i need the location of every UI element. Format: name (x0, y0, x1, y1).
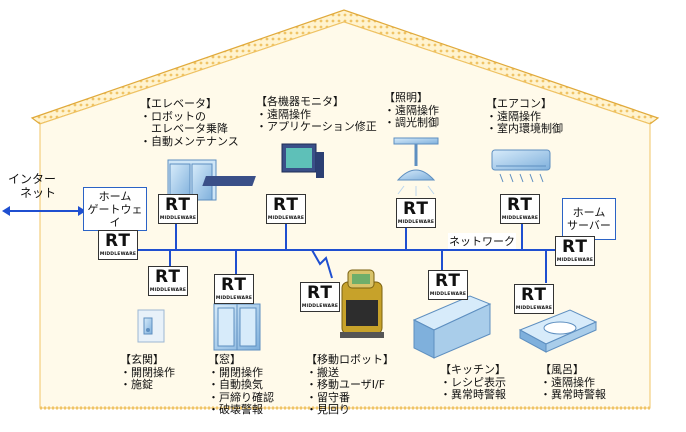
rt-logo-mark: RT (435, 271, 461, 291)
rt-logo-text: MIDDLEWARE (501, 216, 539, 221)
window-item: ・破壊警報 (208, 403, 263, 416)
air-conditioner-icon (491, 149, 551, 183)
aircon-label: 【エアコン】 ・遠隔操作 ・室内環境制御 (486, 97, 563, 136)
entrance-item: ・開閉操作 (120, 365, 175, 379)
elevator-item: ・自動メンテナンス (140, 134, 239, 148)
internet-arrow-left-icon (2, 206, 10, 216)
rt-logo-text: MIDDLEWARE (267, 216, 305, 221)
window-item: ・自動換気 (208, 378, 263, 391)
kitchen-title: 【キッチン】 (440, 363, 506, 376)
home-gateway-line-2: ゲートウェイ (87, 202, 143, 229)
rt-logo-mark: RT (507, 195, 533, 215)
rt-logo-mark: RT (155, 267, 181, 287)
robot-item: ・搬送 (306, 365, 339, 379)
house-body (39, 21, 651, 409)
entrance-title: 【玄関】 (120, 353, 164, 366)
rt-logo-text: MIDDLEWARE (215, 296, 253, 301)
window-item: ・開閉操作 (208, 365, 263, 379)
kitchen-label: 【キッチン】 ・レシピ表示 ・異常時警報 (440, 363, 506, 402)
home-server-line-2: サーバー (567, 219, 611, 232)
bath-label: 【風呂】 ・遠隔操作 ・異常時警報 (540, 363, 606, 402)
rt-logo-mark: RT (105, 231, 131, 251)
entrance-door-icon (137, 309, 165, 343)
robot-label: 【移動ロボット】 ・搬送 ・移動ユーザI/F ・留守番 ・見回り (306, 353, 394, 417)
window-title: 【窓】 (208, 353, 241, 366)
network-bus (120, 216, 555, 283)
rt-logo-mark: RT (562, 237, 588, 257)
kitchen-icon (412, 295, 492, 359)
monitor-title: 【各機器モニタ】 (256, 95, 344, 108)
elevator-item: エレベータ乗降 (140, 122, 228, 135)
lighting-item: ・調光制御 (384, 116, 439, 129)
robot-item: ・留守番 (306, 390, 350, 404)
rt-logo-text: MIDDLEWARE (397, 220, 435, 225)
rt-logo-mark: RT (307, 283, 333, 303)
robot-item: ・移動ユーザI/F (306, 378, 386, 391)
internet-label-line-1: インター (8, 172, 57, 186)
bath-title: 【風呂】 (540, 363, 584, 376)
rt-logo-text: MIDDLEWARE (99, 252, 137, 257)
lighting-title: 【照明】 (384, 91, 428, 104)
monitor-item: ・遠隔操作 (256, 107, 311, 121)
bath-item: ・異常時警報 (540, 388, 606, 401)
entrance-item: ・施錠 (120, 378, 153, 391)
robot-item: ・見回り (306, 403, 350, 416)
kitchen-item: ・異常時警報 (440, 388, 506, 401)
elevator-item: ・ロボットの (140, 109, 206, 123)
elevator-title: 【エレベータ】 (140, 97, 217, 110)
rt-logo-mark: RT (521, 285, 547, 305)
window-item: ・戸締り確認 (208, 390, 274, 404)
rt-logo-mark: RT (273, 195, 299, 215)
internet-label-line-2: ネット (20, 186, 57, 200)
home-gateway-line-1: ホーム (98, 189, 132, 203)
network-label: ネットワーク (448, 233, 516, 249)
elevator-label: 【エレベータ】 ・ロボットの エレベータ乗降 ・自動メンテナンス (140, 97, 239, 148)
mobile-robot-icon (340, 269, 384, 338)
home-server-box: ホーム サーバー (562, 198, 616, 240)
window-icon (213, 303, 261, 351)
rt-logo-mark: RT (221, 275, 247, 295)
rt-logo-mark: RT (165, 195, 191, 215)
robot-title: 【移動ロボット】 (306, 353, 394, 366)
aircon-item: ・室内環境制御 (486, 122, 563, 135)
kitchen-item: ・レシピ表示 (440, 375, 506, 389)
monitor-label: 【各機器モニタ】 ・遠隔操作 ・アプリケーション修正 (256, 95, 377, 134)
internet-arrow-right-icon (78, 206, 86, 216)
lighting-item: ・遠隔操作 (384, 103, 439, 117)
bathtub-icon (518, 309, 598, 353)
rt-logo-text: MIDDLEWARE (301, 304, 339, 309)
rt-logo-text: MIDDLEWARE (149, 288, 187, 293)
rt-logo-text: MIDDLEWARE (515, 306, 553, 311)
rt-logo-text: MIDDLEWARE (159, 216, 197, 221)
internet-label: インター ネット (8, 172, 56, 200)
aircon-title: 【エアコン】 (486, 97, 552, 110)
bath-item: ・遠隔操作 (540, 375, 595, 389)
rt-logo-text: MIDDLEWARE (556, 258, 594, 263)
monitor-item: ・アプリケーション修正 (256, 120, 377, 133)
rt-logo-text: MIDDLEWARE (429, 292, 467, 297)
rt-logo-mark: RT (403, 199, 429, 219)
home-server-line-1: ホーム (572, 206, 606, 219)
home-gateway-box: ホーム ゲートウェイ (83, 187, 147, 231)
computer-monitor-icon (202, 143, 324, 186)
ceiling-light-icon (393, 137, 439, 196)
window-label: 【窓】 ・開閉操作 ・自動換気 ・戸締り確認 ・破壊警報 (208, 353, 274, 417)
entrance-label: 【玄関】 ・開閉操作 ・施錠 (120, 353, 175, 392)
lighting-label: 【照明】 ・遠隔操作 ・調光制御 (384, 91, 439, 130)
aircon-item: ・遠隔操作 (486, 109, 541, 123)
